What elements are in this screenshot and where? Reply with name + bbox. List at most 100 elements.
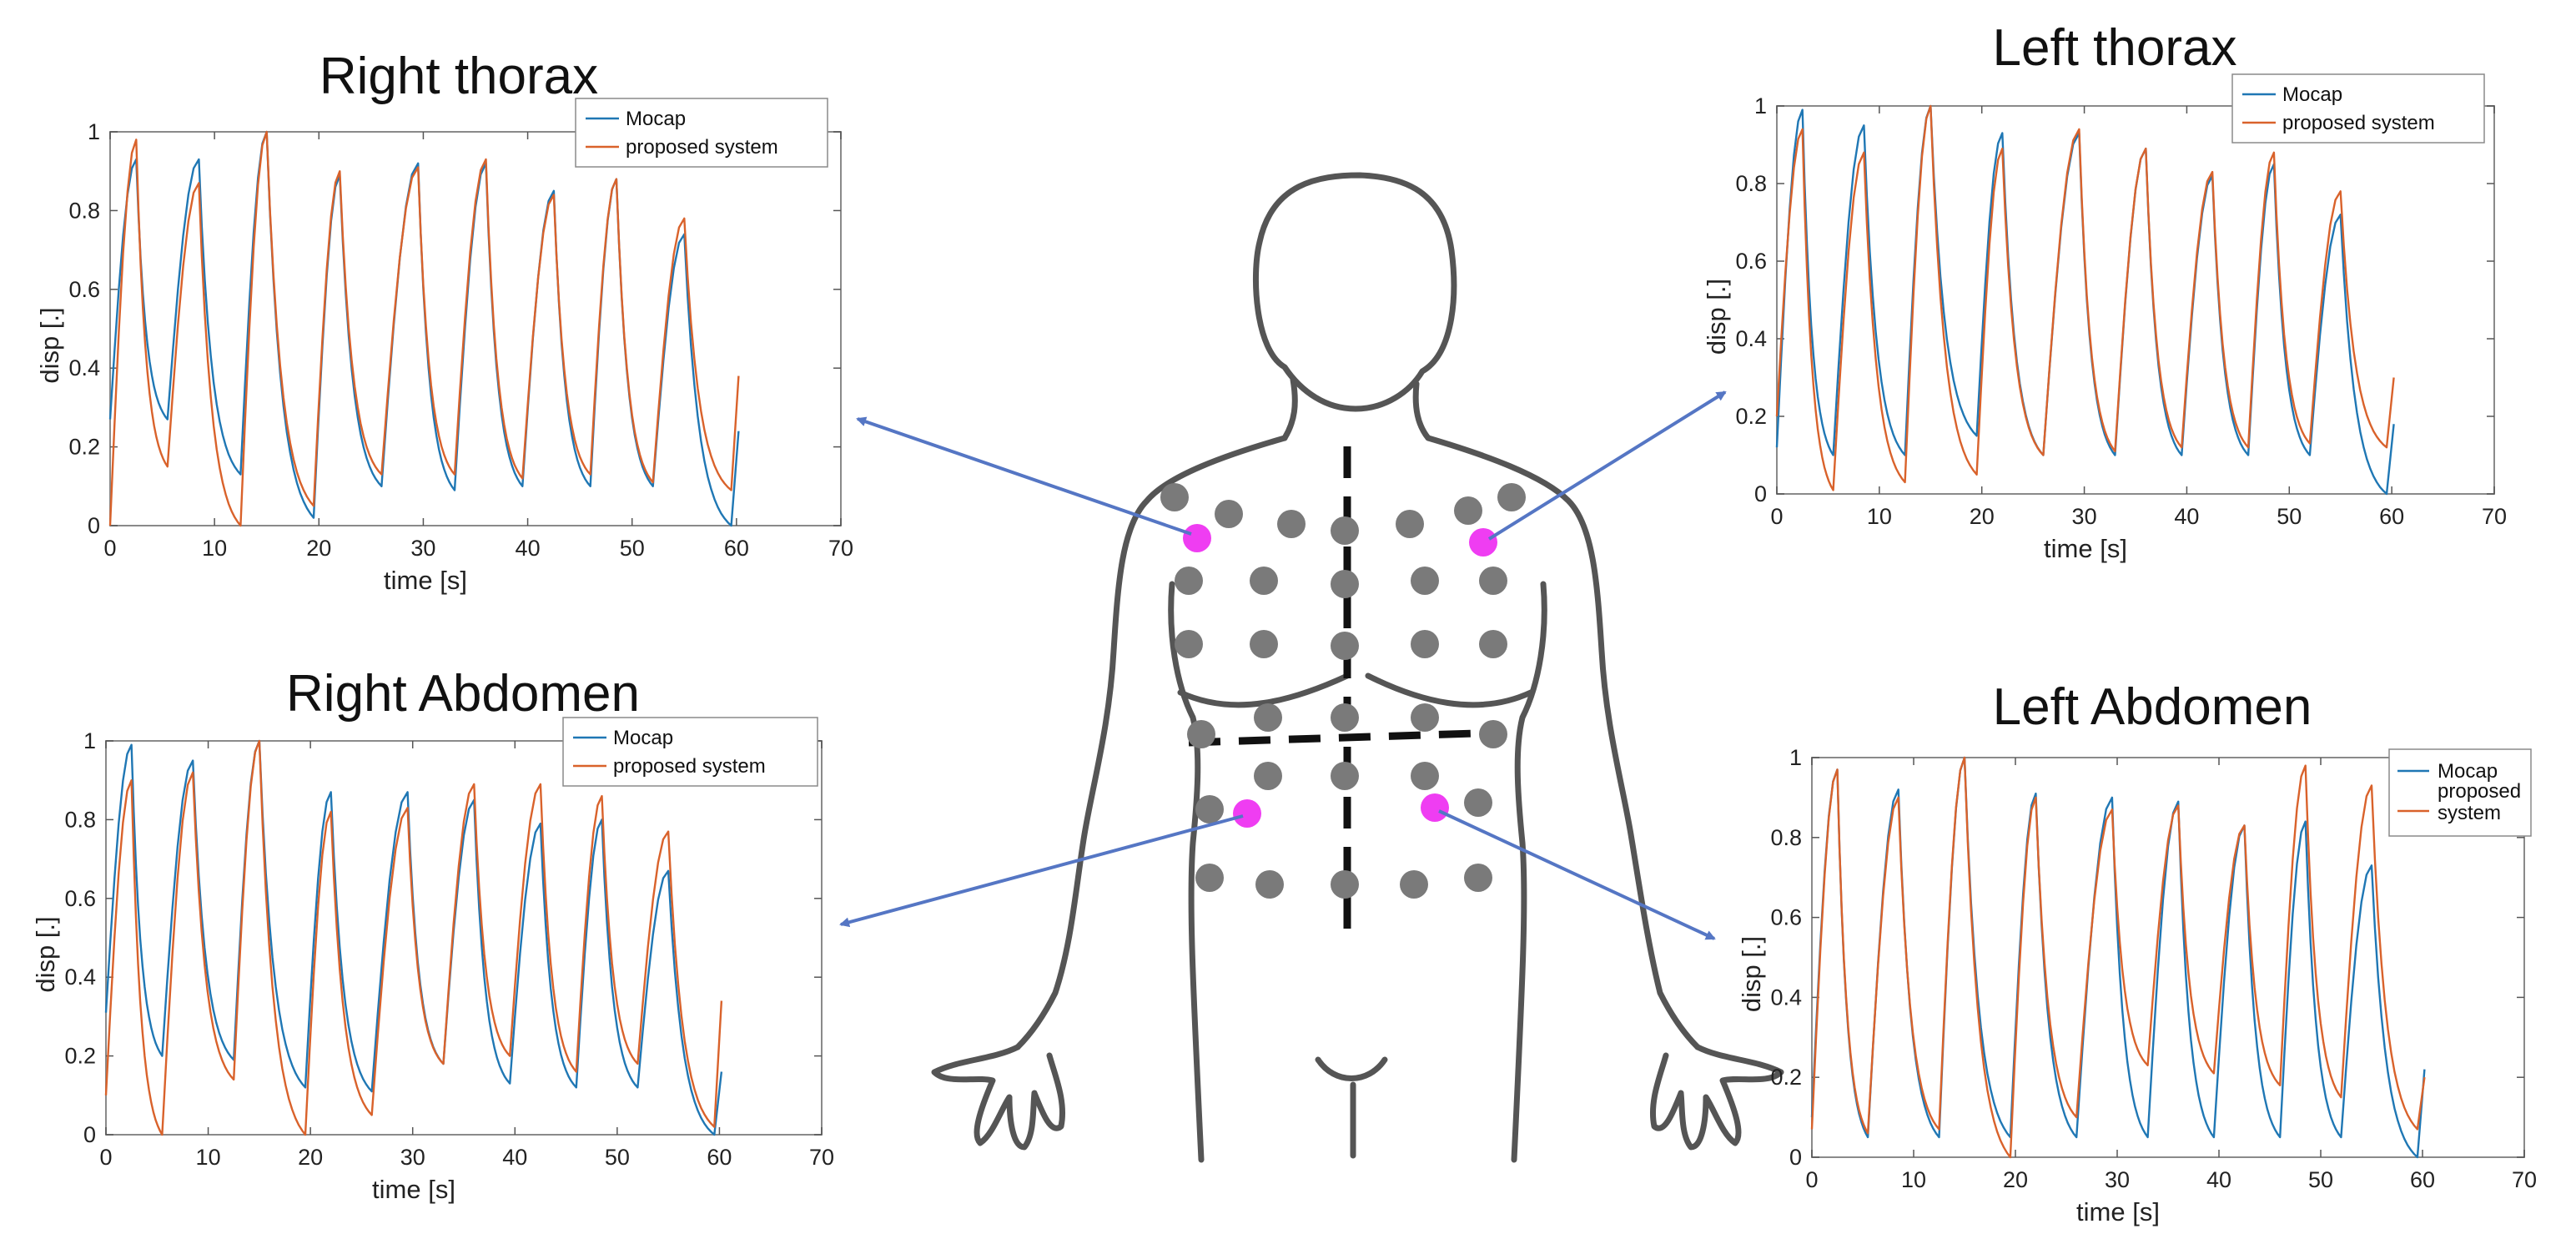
x-tick-label: 70 <box>2482 504 2507 529</box>
y-tick-label: 1 <box>88 119 100 144</box>
x-tick-label: 0 <box>1805 1167 1818 1192</box>
y-tick-label: 0.4 <box>68 355 100 380</box>
gray-marker-dot <box>1215 500 1243 528</box>
x-tick-label: 30 <box>400 1145 425 1170</box>
y-axis-label: disp [.] <box>35 307 64 383</box>
gray-marker-dot <box>1411 630 1439 658</box>
y-tick-label: 0.2 <box>64 1044 96 1069</box>
gray-marker-dot <box>1331 632 1359 660</box>
series-line-proposed <box>1810 756 2426 1159</box>
y-tick-label: 0.2 <box>1735 404 1767 429</box>
right-arm-outline <box>1425 435 1701 1050</box>
x-tick-label: 70 <box>2512 1167 2537 1192</box>
gray-marker-dot <box>1464 788 1492 817</box>
x-tick-label: 20 <box>1970 504 1995 529</box>
magenta-marker-dot <box>1421 793 1449 822</box>
y-tick-label: 0.6 <box>1735 249 1767 274</box>
gray-marker-dot <box>1195 795 1224 823</box>
head-outline <box>1252 172 1457 412</box>
gray-marker-dot <box>1277 510 1306 538</box>
x-axis-label: time [s] <box>372 1175 455 1204</box>
y-tick-label: 0.8 <box>1735 171 1767 196</box>
gray-marker-dot <box>1464 864 1492 892</box>
x-tick-label: 40 <box>502 1145 527 1170</box>
x-tick-label: 60 <box>724 536 749 561</box>
x-tick-label: 70 <box>809 1145 834 1170</box>
x-tick-label: 60 <box>2410 1167 2435 1192</box>
gray-marker-dot <box>1255 870 1284 899</box>
chart-title: Right Abdomen <box>286 665 640 723</box>
legend-label: Mocap <box>2282 83 2342 106</box>
arrow-to-left-abdomen <box>1438 809 1716 940</box>
series-line-proposed <box>108 130 740 527</box>
gray-marker-dot <box>1400 870 1428 899</box>
x-tick-label: 30 <box>2105 1167 2130 1192</box>
gray-marker-dot <box>1411 762 1439 790</box>
x-tick-label: 10 <box>202 536 227 561</box>
x-tick-label: 20 <box>306 536 331 561</box>
left-arm-outline <box>1014 435 1288 1050</box>
gray-marker-dot <box>1479 720 1507 748</box>
x-tick-label: 50 <box>2277 504 2302 529</box>
legend-box <box>562 717 818 787</box>
gray-marker-dot <box>1479 567 1507 595</box>
y-tick-label: 0 <box>83 1122 96 1147</box>
legend-label: Mocap <box>613 727 673 749</box>
x-axis-label: time [s] <box>2076 1197 2160 1226</box>
y-axis-label: disp [.] <box>1737 936 1766 1012</box>
magenta-marker-dot <box>1233 799 1261 828</box>
gray-marker-dot <box>1497 483 1526 511</box>
y-tick-label: 0.8 <box>68 198 100 223</box>
x-tick-label: 30 <box>2072 504 2097 529</box>
x-tick-label: 60 <box>707 1145 732 1170</box>
y-axis-label: disp [.] <box>1702 279 1731 355</box>
x-tick-label: 50 <box>2308 1167 2333 1192</box>
gray-marker-dot <box>1254 703 1282 732</box>
waist-curve <box>1315 1056 1388 1081</box>
legend-box <box>2231 73 2485 144</box>
y-tick-label: 0.6 <box>64 886 96 911</box>
chart-title: Left thorax <box>1993 19 2237 77</box>
arrow-to-right-abdomen <box>839 814 1244 928</box>
gray-marker-dot <box>1396 510 1424 538</box>
gray-marker-dot <box>1175 567 1203 595</box>
x-tick-label: 0 <box>99 1145 112 1170</box>
right-hand <box>1649 1044 1784 1151</box>
gray-marker-dot <box>1160 483 1189 511</box>
y-tick-label: 1 <box>1754 93 1767 118</box>
x-tick-label: 40 <box>2174 504 2199 529</box>
y-tick-label: 0.4 <box>64 965 96 990</box>
series-line-proposed <box>104 739 723 1136</box>
x-tick-label: 40 <box>516 536 541 561</box>
magenta-marker-dot <box>1469 528 1497 557</box>
y-tick-label: 0.6 <box>1770 905 1802 930</box>
y-tick-label: 0.2 <box>68 435 100 460</box>
torso-right-outline <box>1511 581 1547 1163</box>
y-tick-label: 0 <box>1754 481 1767 506</box>
neck-left <box>1281 376 1298 441</box>
series-line-proposed <box>1775 104 2395 491</box>
gray-marker-dot <box>1411 567 1439 595</box>
gray-marker-dot <box>1331 516 1359 545</box>
torso-left-outline <box>1168 581 1205 1163</box>
gray-marker-dot <box>1331 570 1359 598</box>
gray-marker-dot <box>1250 630 1278 658</box>
gray-marker-dot <box>1454 496 1482 525</box>
y-tick-label: 1 <box>1789 745 1802 770</box>
chart-title: Left Abdomen <box>1993 678 2312 736</box>
x-tick-label: 10 <box>1901 1167 1926 1192</box>
legend-label: proposed system <box>626 136 778 159</box>
x-tick-label: 10 <box>1867 504 1892 529</box>
arrow-group <box>839 390 1727 940</box>
y-tick-label: 0.4 <box>1770 985 1802 1010</box>
x-tick-label: 50 <box>605 1145 630 1170</box>
legend-box <box>2388 748 2532 837</box>
gray-marker-dot <box>1479 630 1507 658</box>
x-tick-label: 50 <box>620 536 645 561</box>
gray-marker-dot <box>1187 720 1215 748</box>
x-axis-label: time [s] <box>2044 534 2127 563</box>
arrow-to-left-thorax <box>1487 390 1727 541</box>
x-tick-label: 0 <box>1770 504 1783 529</box>
